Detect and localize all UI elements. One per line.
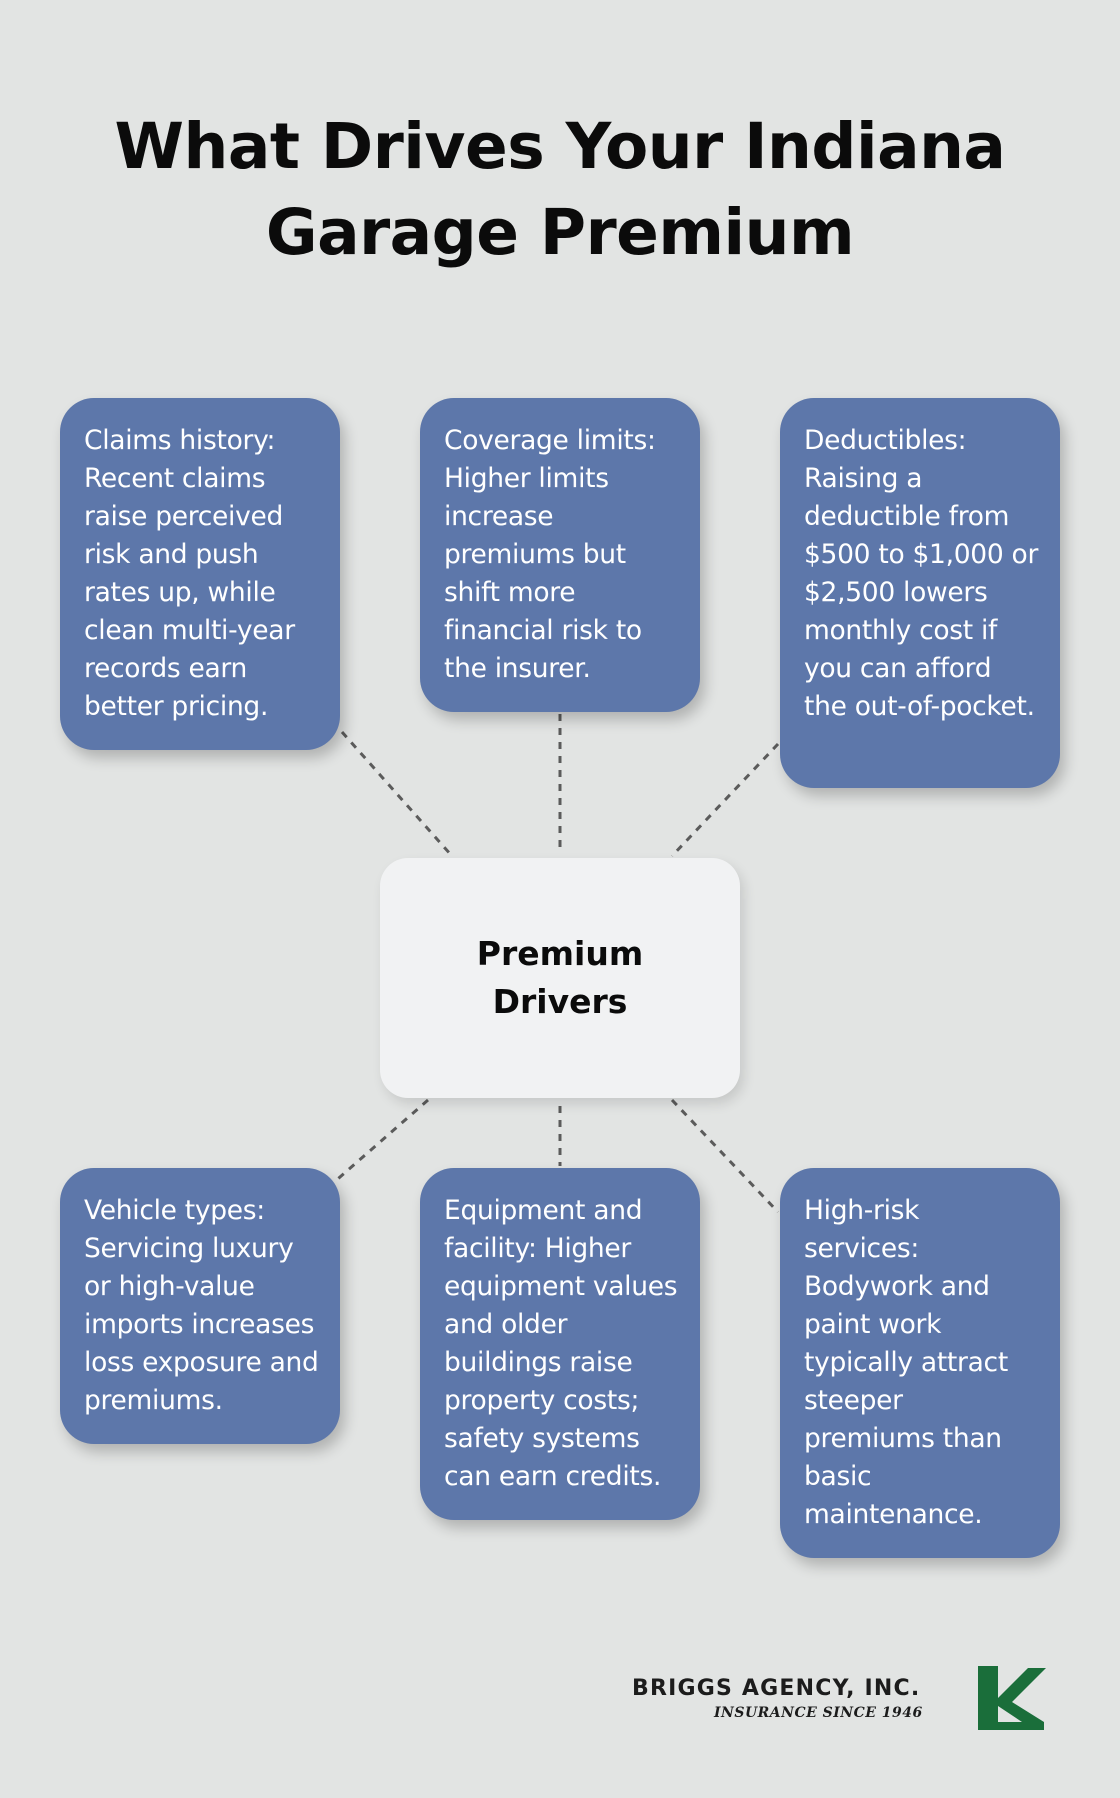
card-high-risk-services-text: High-risk services: Bodywork and paint w…	[804, 1195, 1008, 1530]
card-vehicle-types-text: Vehicle types: Servicing luxury or high-…	[84, 1195, 319, 1416]
card-equipment-facility: Equipment and facility: Higher equipment…	[420, 1168, 700, 1520]
connector-vehicle-types	[331, 1098, 429, 1186]
connector-claims-history	[340, 731, 454, 857]
center-node-label: Premium Drivers	[476, 934, 644, 1021]
card-equipment-facility-text: Equipment and facility: Higher equipment…	[444, 1195, 678, 1492]
card-vehicle-types: Vehicle types: Servicing luxury or high-…	[60, 1168, 340, 1444]
card-coverage-limits: Coverage limits: Higher limits increase …	[420, 398, 700, 712]
briggs-k-mark-icon	[978, 1666, 1046, 1730]
card-deductibles: Deductibles: Raising a deductible from $…	[780, 398, 1060, 788]
connector-high-risk-services	[670, 1098, 780, 1214]
card-deductibles-text: Deductibles: Raising a deductible from $…	[804, 425, 1039, 722]
center-node: Premium Drivers	[380, 858, 740, 1098]
logo-name: BRIGGS AGENCY, INC.	[632, 1676, 921, 1701]
card-coverage-limits-text: Coverage limits: Higher limits increase …	[444, 425, 656, 684]
card-claims-history: Claims history: Recent claims raise perc…	[60, 398, 340, 750]
logo-tagline: INSURANCE SINCE 1946	[714, 1705, 923, 1721]
card-claims-history-text: Claims history: Recent claims raise perc…	[84, 425, 295, 722]
page-title: What Drives Your Indiana Garage Premium	[114, 110, 1006, 269]
card-high-risk-services: High-risk services: Bodywork and paint w…	[780, 1168, 1060, 1558]
connector-deductibles	[670, 742, 780, 858]
briggs-agency-logo: BRIGGS AGENCY, INC. INSURANCE SINCE 1946	[628, 1662, 1048, 1736]
